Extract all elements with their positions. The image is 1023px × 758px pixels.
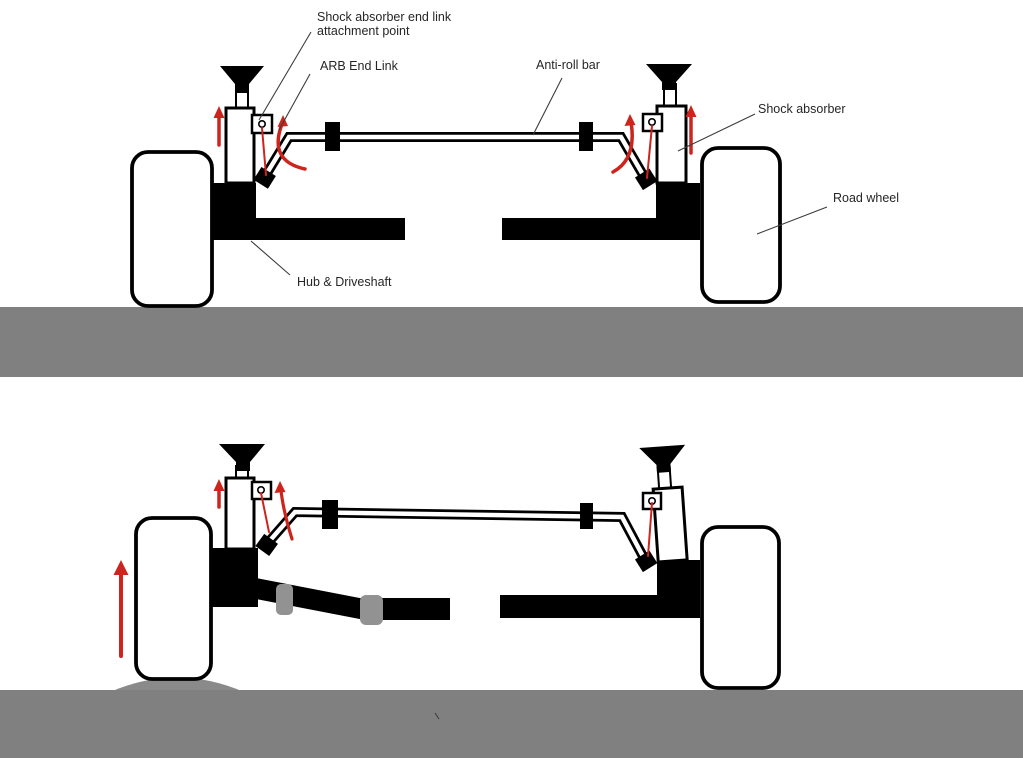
shock-top-mount	[219, 444, 265, 471]
end-link-line-right	[646, 125, 653, 179]
shock-body	[224, 476, 256, 551]
road-surface-top	[0, 307, 1023, 377]
shock-top-mount	[220, 66, 264, 93]
arb-bushing-clamp-right	[579, 122, 593, 151]
hub-left	[211, 548, 258, 607]
curved-arrow-left	[276, 122, 307, 171]
curved-arrow-right-head	[624, 114, 636, 126]
up-arrow-left-head	[213, 479, 225, 491]
label-hub-driveshaft: Hub & Driveshaft	[297, 275, 392, 289]
attachment-bolt	[257, 120, 266, 129]
pointer-anti-roll-bar	[532, 77, 563, 136]
bottom-diagram	[0, 444, 1023, 758]
wheel-up-arrow-head	[113, 560, 129, 575]
attachment-bolt	[647, 118, 656, 127]
label-attachment-point-line2: attachment point	[317, 24, 410, 38]
stray-pen-mark	[434, 712, 440, 720]
up-arrow-right-head	[685, 105, 697, 117]
arb-end-link-tip-right	[634, 168, 658, 191]
arb-end-link-tip-left	[255, 533, 278, 556]
road-wheel-left-raised	[134, 516, 213, 681]
anti-roll-bar-core	[262, 134, 648, 182]
end-link-line-right	[647, 502, 653, 557]
anti-roll-bar-core	[264, 509, 648, 564]
shock-body	[224, 106, 256, 185]
curved-arrow-left-head	[277, 115, 288, 127]
label-pointer-lines	[250, 31, 828, 276]
shock-absorber-right	[641, 64, 692, 185]
motion-arrows-bottom	[113, 479, 653, 658]
pointer-road-wheel	[756, 206, 828, 235]
label-attachment-point-line1: Shock absorber end link	[317, 10, 452, 24]
arb-bushing-clamp-left	[325, 122, 340, 151]
driveshaft-angled	[256, 578, 370, 621]
hub-driveshaft-left	[212, 183, 405, 240]
pointer-attachment-point	[258, 31, 312, 121]
road-wheel-right	[700, 525, 781, 690]
shock-absorber-left	[219, 444, 273, 551]
end-link-line-left	[260, 492, 270, 533]
arb-end-link-tip-left	[253, 166, 276, 189]
end-link-up-arrow-head	[274, 481, 286, 493]
shock-top-mount	[639, 444, 686, 473]
label-shock-absorber: Shock absorber	[758, 102, 846, 116]
label-anti-roll-bar: Anti-roll bar	[536, 58, 600, 72]
pointer-arb-end-link	[278, 73, 311, 131]
hub-driveshaft-right	[502, 183, 700, 240]
road-wheel-right	[700, 146, 782, 304]
arb-bushing-clamp-right	[580, 503, 593, 529]
up-arrow-left-head	[213, 106, 225, 118]
arb-bushing-clamp-left	[322, 500, 338, 529]
curved-arrow-right	[611, 120, 634, 174]
driveshaft-inner	[368, 598, 450, 620]
cv-joint-outer	[276, 584, 293, 615]
road-bump	[110, 677, 244, 692]
cv-joint-inner	[360, 595, 383, 625]
labels-top: Shock absorber end link attachment point…	[297, 10, 899, 289]
hub-driveshaft-right	[500, 560, 700, 618]
pointer-shock-absorber	[677, 113, 756, 152]
pointer-hub-driveshaft	[250, 240, 291, 276]
label-road-wheel: Road wheel	[833, 191, 899, 205]
road-wheel-left	[130, 150, 214, 308]
road-surface-bottom	[0, 690, 1023, 758]
arb-end-link-tip-right	[634, 550, 658, 573]
label-arb-end-link: ARB End Link	[320, 59, 399, 73]
shock-top-mount	[646, 64, 692, 90]
end-link-line-left	[261, 127, 267, 176]
motion-arrows-top	[213, 105, 697, 179]
shock-absorber-left	[220, 66, 274, 185]
top-diagram: Shock absorber end link attachment point…	[0, 10, 1023, 377]
end-link-up-arrow	[279, 488, 294, 541]
